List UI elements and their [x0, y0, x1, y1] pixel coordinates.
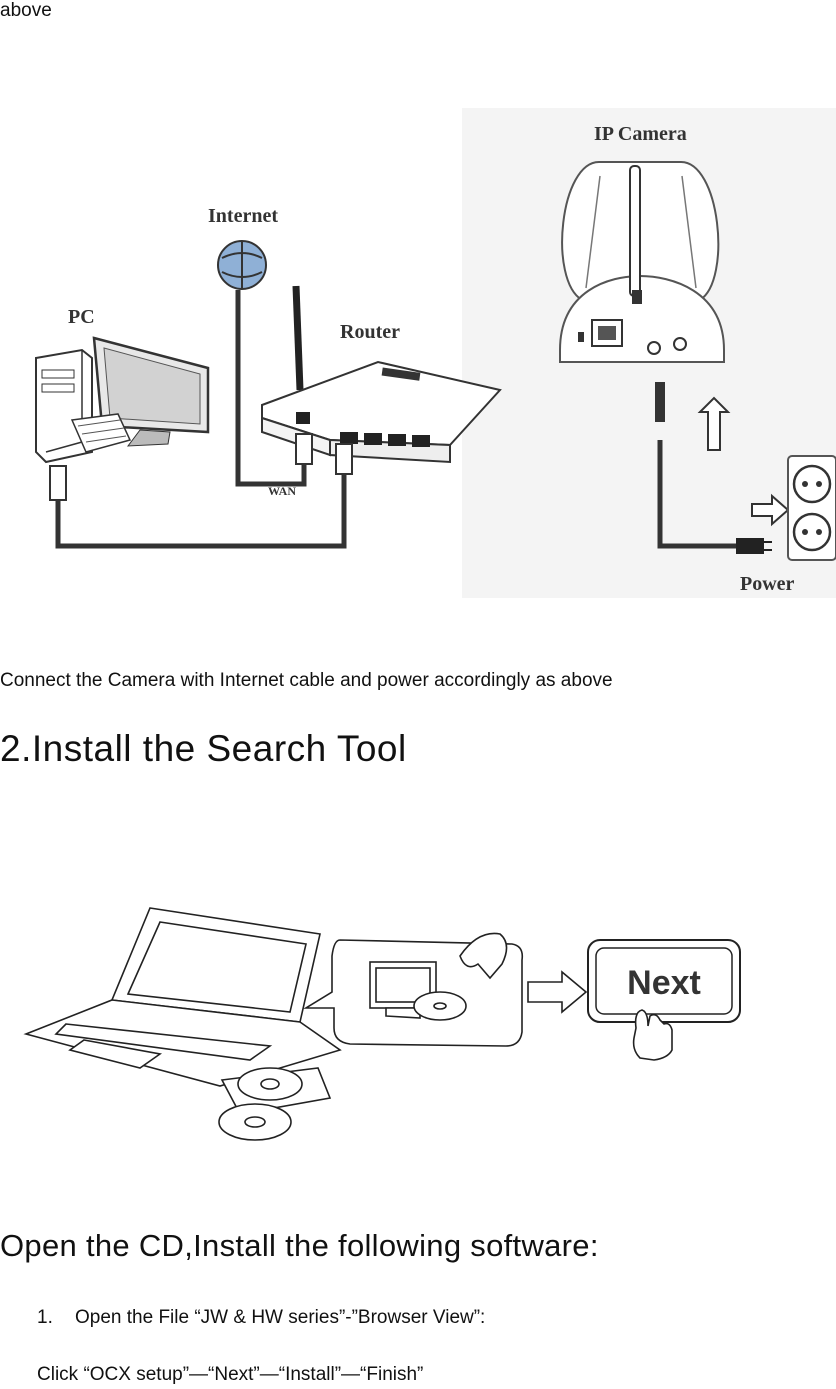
internet-globe-icon	[217, 240, 267, 290]
speech-bubble-icon	[303, 932, 524, 1047]
router-lan-plug-icon	[335, 443, 353, 475]
laptop-icon	[23, 907, 342, 1087]
network-cables	[55, 290, 738, 549]
label-router: Router	[340, 321, 400, 343]
network-connection-figure: Internet PC Router IP Camera WAN Power	[35, 108, 836, 598]
pc-rj45-plug-icon	[49, 465, 67, 501]
list-item-number: 1.	[37, 1307, 53, 1328]
pointing-hand-icon	[632, 1009, 673, 1061]
label-power: Power	[740, 573, 795, 595]
router-wan-plug-icon	[295, 433, 313, 465]
cd-disc-icon	[218, 1067, 332, 1141]
wall-socket-icon	[787, 455, 836, 561]
figure-caption: Connect the Camera with Internet cable a…	[0, 670, 613, 691]
pc-keyboard-icon	[70, 413, 132, 453]
router-icon	[261, 285, 502, 464]
right-arrow-icon	[527, 970, 588, 1014]
right-arrow-icon	[751, 493, 790, 527]
pc-monitor-icon	[92, 336, 210, 447]
label-pc: PC	[68, 306, 95, 328]
text-fragment-above: above	[0, 0, 52, 21]
section-heading-install: 2.Install the Search Tool	[0, 728, 407, 769]
list-item: 1. Open the File “JW & HW series”-”Browse…	[37, 1307, 485, 1329]
click-sequence-text: Click “OCX setup”—“Next”—“Install”—“Fini…	[37, 1364, 424, 1385]
up-arrow-icon	[697, 396, 731, 451]
label-internet: Internet	[208, 205, 278, 227]
install-figure: Next	[23, 907, 741, 1141]
label-wan: WAN	[268, 484, 296, 498]
next-button-illustration: Next	[587, 939, 741, 1023]
power-adapter-plug-icon	[736, 538, 764, 554]
section-heading-open-cd: Open the CD,Install the following softwa…	[0, 1228, 599, 1263]
ip-camera-icon	[559, 160, 725, 363]
label-ip-camera: IP Camera	[594, 123, 687, 145]
list-item-text: Open the File “JW & HW series”-”Browser …	[75, 1307, 486, 1328]
camera-power-plug-icon	[655, 382, 665, 422]
next-button-label: Next	[627, 964, 701, 1002]
